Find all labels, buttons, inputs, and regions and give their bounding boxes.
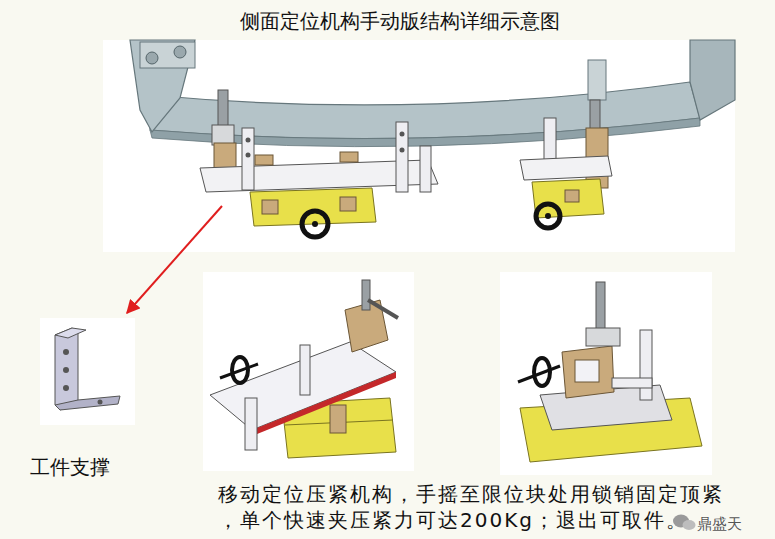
part-label: 工件支撑 [30, 454, 130, 480]
support-panel [40, 318, 135, 425]
diagram-title: 侧面定位机构手动版结构详细示意图 [240, 8, 620, 34]
caption-note: 移动定位压紧机构，手摇至限位块处用锁销固定顶紧，单个快速夹压紧力可达200Kg；… [218, 481, 733, 533]
l-bracket [55, 328, 120, 410]
middle-panel [203, 272, 414, 471]
middle-mechanism [210, 280, 398, 458]
watermark-text: 鼎盛天 [697, 511, 769, 537]
top-panel [103, 40, 735, 252]
right-panel [500, 272, 712, 475]
right-mechanism [518, 282, 702, 462]
frame-beam [130, 40, 735, 147]
left-fixture [200, 90, 438, 237]
right-fixture [520, 100, 612, 228]
